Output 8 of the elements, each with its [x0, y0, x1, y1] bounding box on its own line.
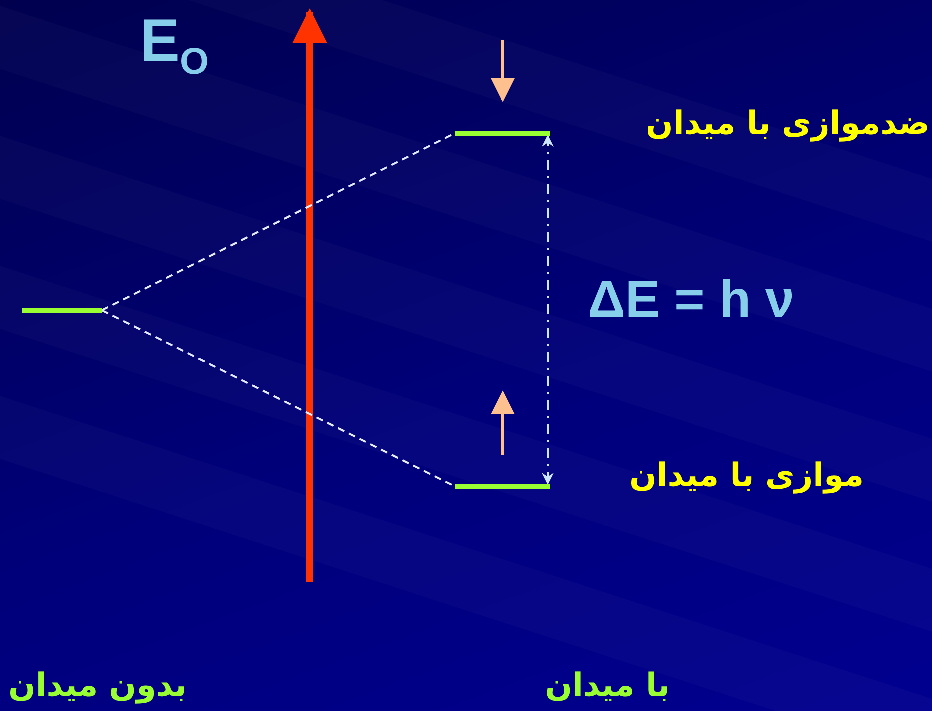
connector-line [102, 310, 456, 488]
energy-symbol: E$_{O}$ [140, 6, 209, 84]
double-arrow [542, 135, 554, 485]
level-label: موازی با میدان [629, 456, 864, 494]
axis-label: با میدان [545, 666, 670, 704]
level-label: ضدموازی با میدان [646, 104, 930, 142]
equation: ΔE = h ν [588, 270, 794, 330]
axis-label: بدون میدان [8, 666, 187, 704]
